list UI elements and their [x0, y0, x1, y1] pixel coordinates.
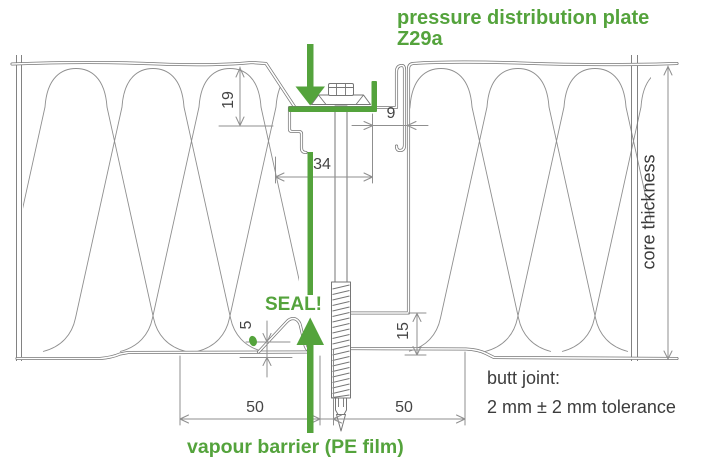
screw-hex-head — [328, 83, 354, 96]
dim-recess-depth: 19 — [220, 91, 237, 109]
pressure-plate-highlight — [288, 106, 377, 112]
callout-vapour-barrier: vapour barrier (PE film) — [187, 436, 404, 458]
panel-break-lines — [16, 55, 638, 361]
callout-pressure-plate-line1: pressure distribution plate — [397, 7, 650, 29]
fastener-screw — [311, 83, 371, 432]
dim-recess-width: 34 — [313, 156, 331, 173]
screw-washer — [311, 94, 371, 105]
dim-edge-upstand: 15 — [395, 322, 412, 340]
insulation-pattern-left — [23, 68, 299, 352]
dim-left-offset: 50 — [246, 399, 264, 416]
screw-threads — [332, 284, 350, 398]
dimension-lines — [179, 65, 673, 426]
white-masks — [249, 54, 407, 353]
pressure-plate-upstand-highlight — [371, 81, 377, 110]
note-butt-joint-line1: butt joint: — [487, 368, 561, 388]
note-butt-joint: butt joint: 2 mm ± 2 mm tolerance — [487, 364, 676, 421]
callout-pressure-plate: pressure distribution plate Z29a — [397, 8, 649, 50]
up-arrow-shaft — [307, 344, 314, 433]
dim-plate-to-edge: 9 — [386, 105, 396, 122]
label-core-thickness: core thickness — [638, 154, 659, 270]
note-butt-joint-line2: 2 mm ± 2 mm tolerance — [487, 396, 676, 417]
down-arrow-icon — [295, 86, 325, 106]
seal-dot — [249, 335, 257, 347]
down-arrow-shaft — [307, 44, 314, 88]
callout-pressure-plate-line2: Z29a — [397, 28, 443, 50]
accent-overlay — [249, 44, 377, 433]
screw-tip-shank — [335, 397, 347, 415]
dim-seal-lip: 5 — [238, 320, 255, 330]
up-arrow-icon — [296, 317, 324, 345]
dim-right-offset: 50 — [395, 399, 413, 416]
vapour-barrier-line — [307, 152, 313, 295]
insulation-pattern-right — [409, 68, 651, 352]
callout-seal: SEAL! — [265, 294, 322, 315]
screw-shaft — [334, 105, 348, 285]
